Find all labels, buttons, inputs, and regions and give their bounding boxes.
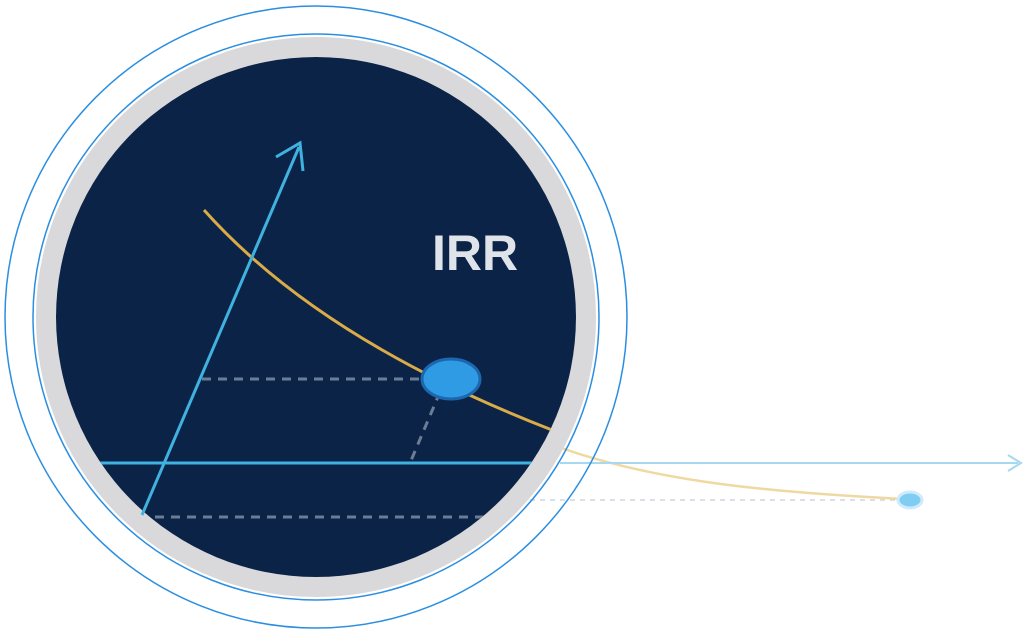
gray-bezel (36, 37, 596, 597)
lens-content (100, 209, 576, 519)
x-axis-arrowhead (1007, 454, 1023, 472)
irr-label: IRR (432, 225, 518, 281)
y-axis (140, 146, 301, 516)
irr-point (420, 357, 482, 401)
extended-view (480, 438, 1023, 510)
irr-curve (202, 209, 553, 432)
inner-blue-ring (32, 33, 600, 601)
y-axis-arrowhead (275, 140, 305, 172)
outer-ring (4, 5, 628, 629)
lens-disc (56, 57, 576, 577)
extended-irr-curve (539, 438, 906, 501)
extended-point (896, 490, 924, 510)
guide-line-diagonal (408, 391, 442, 464)
